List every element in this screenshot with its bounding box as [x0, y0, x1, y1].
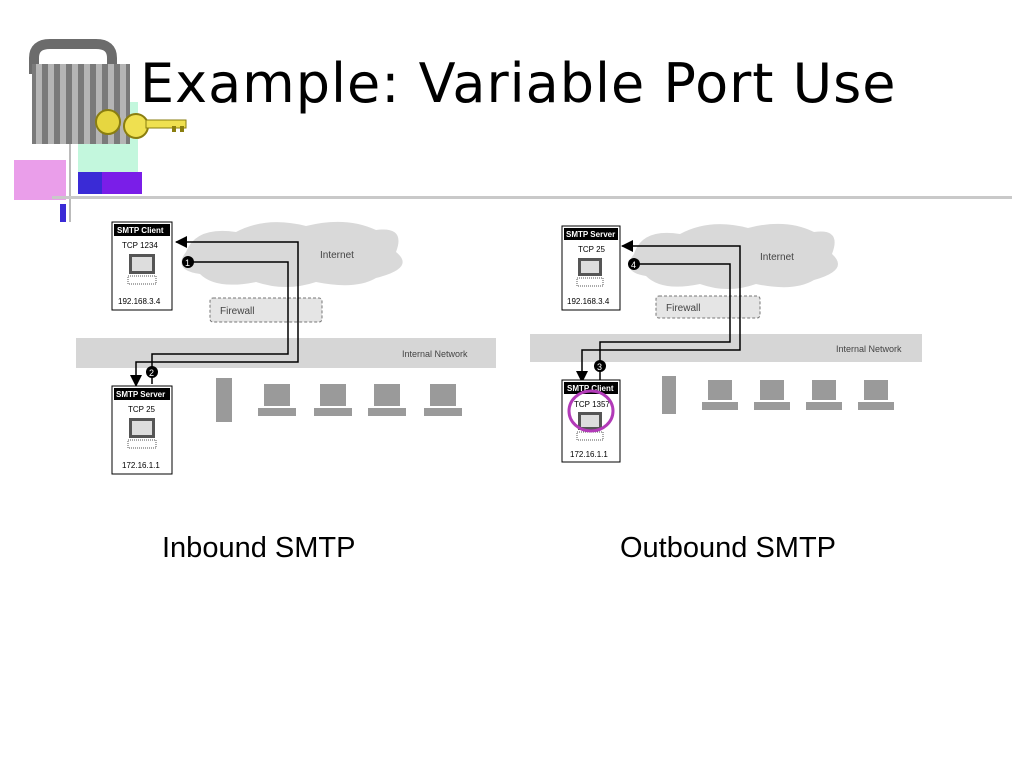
step-marker-bottom — [594, 360, 606, 372]
box-port: TCP 1357 — [574, 400, 610, 409]
box-ip: 172.16.1.1 — [570, 450, 608, 459]
smtp-client-box: SMTP Client TCP 1234 192.168.3.4 — [111, 221, 173, 311]
computer-icon — [127, 254, 157, 285]
inbound-caption: Inbound SMTP — [162, 532, 356, 564]
box-ip: 172.16.1.1 — [122, 461, 160, 470]
inbound-diagram: Internet Firewall Internal Network 1 2 S… — [76, 221, 496, 475]
internet-cloud — [629, 223, 838, 289]
padlock-logo — [14, 39, 187, 222]
computer-icon — [576, 258, 604, 287]
step-marker-top-label: 1 — [185, 258, 190, 268]
key-icon — [95, 109, 187, 139]
internal-network-label: Internal Network — [402, 349, 468, 359]
computer-icon — [127, 418, 157, 449]
smtp-server-box: SMTP Server TCP 25 192.168.3.4 — [561, 225, 621, 311]
internal-network-band — [76, 338, 496, 368]
padlock-shackle — [29, 39, 117, 74]
magenta-block-fade — [14, 160, 66, 200]
internet-cloud — [181, 221, 403, 287]
network-hosts — [662, 376, 894, 414]
internal-network-label: Internal Network — [836, 344, 902, 354]
internet-label: Internet — [760, 252, 794, 263]
box-title: SMTP Client — [117, 226, 164, 235]
step-marker-bottom-label: 2 — [149, 368, 154, 378]
step-marker-top — [182, 256, 194, 268]
box-title: SMTP Server — [566, 230, 615, 239]
step-marker-bottom — [146, 366, 158, 378]
box-ip: 192.168.3.4 — [118, 297, 161, 306]
internal-network-band — [530, 334, 922, 362]
inner-path — [599, 263, 731, 380]
box-port: TCP 25 — [128, 405, 156, 414]
outer-path — [130, 241, 299, 387]
box-title: SMTP Server — [116, 390, 165, 399]
step-marker-top-label: 4 — [631, 260, 636, 270]
internet-label: Internet — [320, 250, 354, 261]
slide-title: Example: Variable Port Use — [140, 52, 897, 115]
box-title: SMTP Client — [567, 384, 614, 393]
box-ip: 192.168.3.4 — [567, 297, 610, 306]
firewall-label: Firewall — [666, 303, 700, 314]
blue-tick — [60, 204, 66, 222]
firewall-box — [655, 295, 761, 319]
box-port: TCP 1234 — [122, 241, 158, 250]
highlight-circle — [567, 389, 615, 433]
smtp-server-box: SMTP Server TCP 25 172.16.1.1 — [111, 385, 173, 475]
title-divider — [52, 196, 1012, 199]
outer-path — [576, 245, 741, 383]
inner-path — [151, 261, 289, 384]
step-marker-bottom-label: 3 — [597, 362, 602, 372]
firewall-label: Firewall — [220, 306, 254, 317]
step-marker-top — [628, 258, 640, 270]
outbound-caption: Outbound SMTP — [620, 532, 836, 564]
blue-block — [78, 172, 102, 194]
purple-block — [102, 172, 142, 194]
box-port: TCP 25 — [578, 245, 606, 254]
firewall-box — [209, 297, 323, 323]
outbound-diagram: Internet Firewall Internal Network 4 3 S… — [530, 223, 922, 463]
network-hosts — [216, 378, 462, 422]
computer-icon — [576, 412, 604, 441]
